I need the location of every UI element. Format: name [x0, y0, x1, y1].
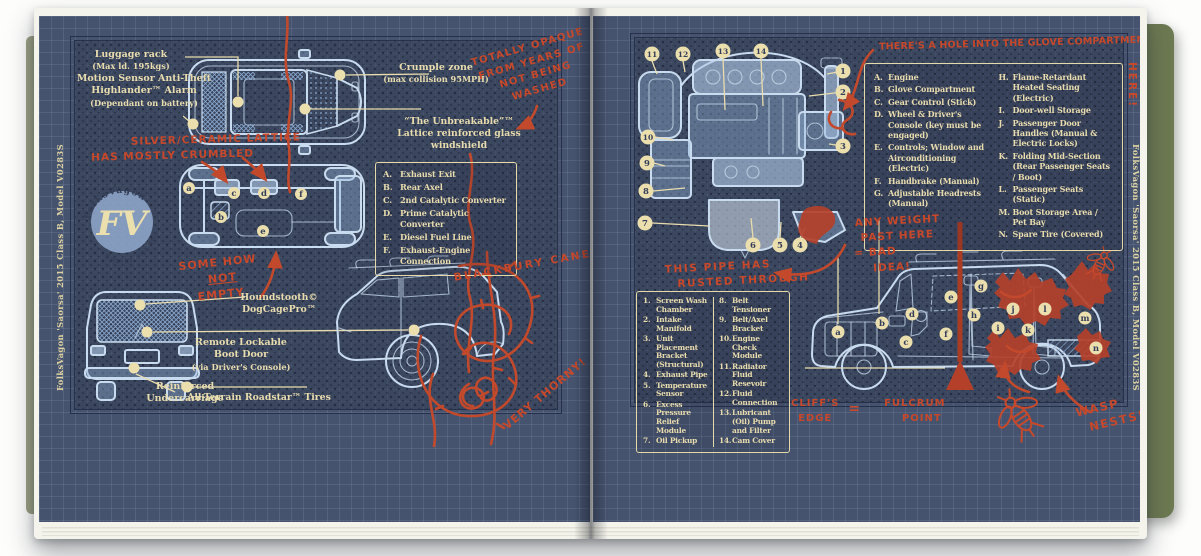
svg-text:4: 4 [797, 241, 803, 251]
right-margin-model-text: FolksVagon 'Saorsa' 2015 Class B, Model … [1131, 144, 1140, 392]
svg-text:6: 6 [750, 241, 756, 251]
note-glove-hole-here: HERE! [1126, 62, 1139, 109]
svg-text:c: c [231, 189, 236, 199]
svg-text:e: e [948, 293, 954, 303]
svg-text:d: d [261, 189, 267, 199]
dog-cage-label: Houndstooth© DogCagePro™ [240, 292, 318, 316]
legend-item: E.Diesel Fuel Line [383, 231, 472, 242]
legend-item: F.Exhaust-Engine Connection [383, 244, 471, 266]
tires-label: All-Terrain Roadstar™ Tires [187, 392, 331, 403]
svg-text:m: m [1081, 314, 1090, 324]
page-left: .bl{stroke:#c9dbee;fill:none;stroke-widt… [39, 16, 590, 522]
svg-text:g: g [978, 282, 984, 292]
engine-number-callouts: 1 2 3 4 5 6 7 8 9 10 11 12 13 14 [637, 43, 851, 253]
interior-legend-col2: H.Flame-Retardant Heated Seating (Electr… [998, 72, 1111, 240]
svg-text:i: i [996, 324, 1000, 334]
logo-monogram: FV [96, 204, 151, 244]
left-margin-model-text: FolksVagon 'Saorsa' 2015 Class B, Model … [55, 144, 65, 392]
legend-item: C.2nd Catalytic Converter [383, 195, 506, 206]
interior-legend-box: A.Engine B.Glove Compartment C.Gear Cont… [864, 63, 1123, 251]
legend-item: D.Prime Catalytic Converter [383, 208, 469, 229]
svg-text:h: h [971, 311, 977, 321]
svg-text:9: 9 [644, 159, 650, 169]
interior-legend-col1: A.Engine B.Glove Compartment C.Gear Cont… [874, 72, 984, 209]
manual-booklet: .bl{stroke:#c9dbee;fill:none;stroke-widt… [34, 8, 1147, 539]
top-view-callout-lines [182, 56, 430, 130]
undercarriage-drawing [179, 164, 365, 248]
engine-parts-col2: 8.Belt Tensioner 9.Belt/Axel Bracket 10.… [713, 296, 783, 448]
legend-item: B.Rear Axel [383, 182, 443, 193]
engine-parts-box: 1.Screen Wash Chamber 2.Intake Manifold … [636, 291, 790, 454]
svg-text:a: a [835, 328, 841, 338]
svg-text:f: f [299, 190, 304, 200]
note-lattice: SILVER/CERAMIC LATTICE HAS MOSTLY CRUMBL… [91, 131, 301, 164]
undercarriage-label: Reinforced Undercarriage [146, 381, 224, 405]
svg-text:b: b [879, 319, 885, 329]
exhaust-legend-box: A.Exhaust Exit B.Rear Axel C.2nd Catalyt… [375, 162, 517, 276]
svg-text:14: 14 [756, 47, 766, 56]
svg-text:e: e [260, 227, 266, 237]
svg-text:3: 3 [840, 142, 846, 152]
svg-text:d: d [909, 310, 915, 320]
note-not-empty: SOME HOW NOT EMPTY [177, 252, 258, 304]
svg-text:5: 5 [777, 241, 783, 251]
car-side-view-drawing [336, 255, 505, 388]
svg-text:c: c [903, 338, 908, 348]
rear-view-callout-lines [128, 296, 409, 393]
svg-text:8: 8 [643, 187, 649, 197]
svg-text:11: 11 [647, 50, 657, 59]
svg-text:f: f [944, 330, 949, 340]
svg-text:b: b [218, 213, 224, 223]
red-ink-left [200, 16, 541, 448]
legend-item: A.Exhaust Exit [383, 169, 456, 179]
cutaway-letter-callouts: a b c d e f g h i j k l m n [831, 279, 1103, 355]
svg-text:2: 2 [840, 88, 846, 98]
luggage-rack-label: Luggage rack (Max ld. 195kgs) [92, 49, 170, 72]
svg-text:j: j [1010, 305, 1014, 315]
svg-text:a: a [186, 184, 192, 194]
svg-text:n: n [1093, 344, 1099, 354]
svg-text:l: l [1043, 305, 1047, 315]
right-page-drawing: 1 2 3 4 5 6 7 8 9 10 11 12 13 14 [637, 43, 1123, 452]
svg-text:1: 1 [840, 67, 846, 77]
left-page-drawing: .bl{stroke:#c9dbee;fill:none;stroke-widt… [83, 16, 541, 448]
note-any-weight: ANY WEIGHT PAST HERE = BAD IDEA! [854, 212, 941, 275]
alarm-label: Motion Sensor Anti-Theft Highlander™ Ala… [76, 73, 212, 108]
svg-text:7: 7 [642, 219, 648, 229]
svg-text:k: k [1025, 326, 1032, 336]
page-right: 1 2 3 4 5 6 7 8 9 10 11 12 13 14 [593, 16, 1140, 522]
note-cliffs-edge: CLIFF'S EDGE = FULCRUM POINT [791, 398, 946, 424]
engine-drawing [638, 51, 846, 259]
svg-text:13: 13 [718, 47, 728, 56]
red-ink-right [773, 48, 1123, 452]
svg-text:10: 10 [643, 133, 653, 142]
boot-door-label: Remote Lockable Boot Door (via Driver's … [191, 337, 291, 372]
car-top-view-drawing [188, 49, 366, 155]
folksvagon-logo: FolksVagon For the Living FV [83, 186, 158, 265]
crumple-zone-label: Crumple zone (max collision 95MPH) [383, 62, 489, 85]
engine-parts-col1: 1.Screen Wash Chamber 2.Intake Manifold … [643, 296, 708, 446]
undercarriage-callouts: a b c d e f [183, 182, 307, 237]
windshield-label: “The Unbreakable”™ Lattice reinforced gl… [397, 116, 521, 152]
svg-text:12: 12 [678, 50, 688, 59]
